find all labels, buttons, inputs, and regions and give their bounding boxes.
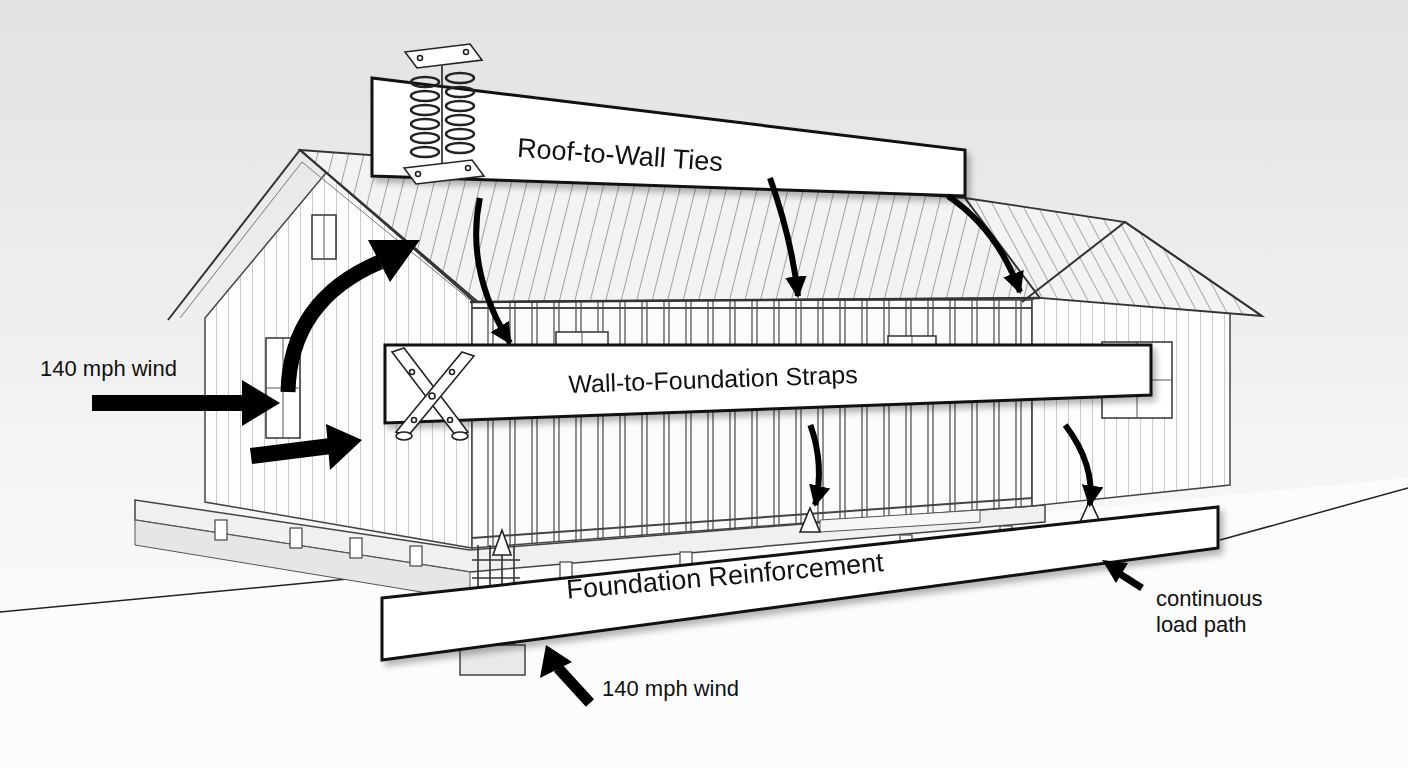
band-shape <box>385 345 1151 423</box>
load-arrow <box>476 198 510 343</box>
annotation-label: continuous load path <box>1156 586 1306 639</box>
load-arrow <box>810 425 819 505</box>
label-band: Foundation Reinforcement <box>380 505 1220 662</box>
spring-tie-icon <box>404 44 484 184</box>
band-outline <box>370 76 967 198</box>
wind-arrows <box>92 240 1142 703</box>
strap-icon <box>392 348 474 440</box>
label-band: Wall-to-Foundation Straps <box>383 343 1153 425</box>
load-arrows <box>770 178 1020 296</box>
annotation-label: 140 mph wind <box>602 676 802 702</box>
band-shape <box>382 507 1218 660</box>
annotation-label: 140 mph wind <box>40 356 240 382</box>
label-band: Roof-to-Wall Ties <box>370 76 967 198</box>
band-shape <box>372 78 965 196</box>
load-arrow <box>1065 425 1090 505</box>
